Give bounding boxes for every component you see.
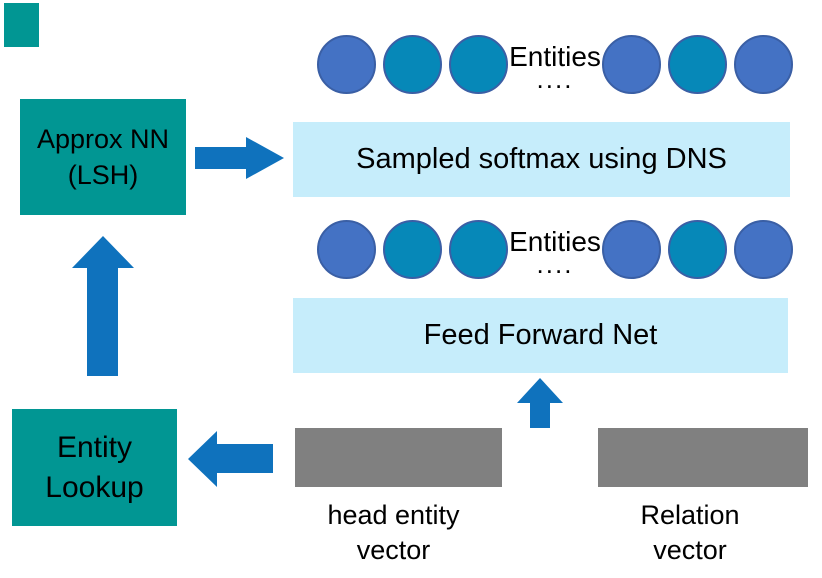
entity-circle xyxy=(317,34,376,94)
entities-ellipsis: .... xyxy=(536,248,574,279)
entity-circle xyxy=(383,34,442,94)
entity-circle xyxy=(449,219,508,279)
entity-circles-left xyxy=(317,219,508,279)
entities-label: Entities .... xyxy=(509,40,601,94)
arrow-left-icon xyxy=(188,431,273,487)
entity-circle xyxy=(383,219,442,279)
entity-circle xyxy=(668,34,727,94)
entity-lookup-box: Entity Lookup xyxy=(12,409,177,526)
head-entity-label-line2: vector xyxy=(356,535,431,565)
relation-vector-label: Relation vector xyxy=(585,498,795,568)
entities-text: Entities xyxy=(509,40,601,72)
entity-row-bottom: Entities .... xyxy=(293,219,797,279)
approx-nn-label-line2: (LSH) xyxy=(67,160,139,190)
entity-circles-right xyxy=(602,34,793,94)
arrow-right-icon xyxy=(195,137,284,179)
head-entity-vector-label: head entity vector xyxy=(290,498,497,568)
entity-circle xyxy=(668,219,727,279)
head-entity-vector-bar xyxy=(295,428,502,487)
entity-circle xyxy=(317,219,376,279)
entity-circles-left xyxy=(317,34,508,94)
arrow-up-icon xyxy=(517,378,563,428)
relation-label-line1: Relation xyxy=(640,500,740,530)
sampled-softmax-layer: Sampled softmax using DNS xyxy=(293,122,790,197)
arrow-up-icon xyxy=(72,236,134,376)
entities-label: Entities .... xyxy=(509,225,601,279)
feed-forward-layer: Feed Forward Net xyxy=(293,298,788,373)
entity-circle xyxy=(734,34,793,94)
entities-text: Entities xyxy=(509,225,601,257)
entity-circle xyxy=(602,219,661,279)
entity-circle xyxy=(449,34,508,94)
entity-lookup-label-line1: Entity xyxy=(56,430,133,464)
relation-label-line2: vector xyxy=(653,535,727,565)
relation-vector-bar xyxy=(598,428,808,487)
entity-lookup-label-line2: Lookup xyxy=(45,470,144,504)
approx-nn-label-line1: Approx NN xyxy=(36,124,170,154)
entity-circles-right xyxy=(602,219,793,279)
corner-square xyxy=(4,3,39,47)
entities-ellipsis: .... xyxy=(536,63,574,94)
approx-nn-box: Approx NN (LSH) xyxy=(20,99,186,215)
sampled-softmax-label: Sampled softmax using DNS xyxy=(356,143,727,175)
feed-forward-label: Feed Forward Net xyxy=(423,319,658,351)
entity-circle xyxy=(602,34,661,94)
head-entity-label-line1: head entity xyxy=(327,500,460,530)
entity-circle xyxy=(734,219,793,279)
entity-row-top: Entities .... xyxy=(293,34,797,94)
